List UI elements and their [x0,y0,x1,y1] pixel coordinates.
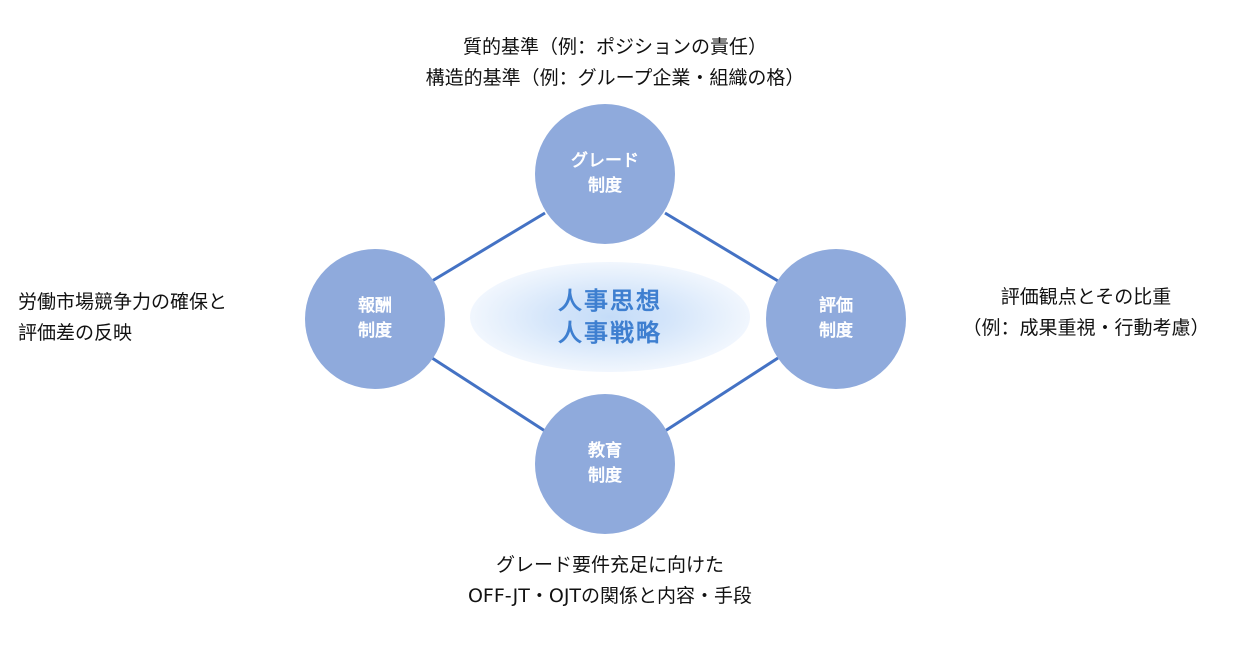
edu-node-line-2: 制度 [588,466,622,486]
education-note: グレード要件充足に向けた OFF-JT・OJTの関係と内容・手段 [390,550,830,612]
reward-node-line-2: 制度 [358,321,392,341]
grade-note-line-1: 質的基準（例：ポジションの責任） [462,36,767,58]
connector-edu-reward [431,356,546,433]
reward-system-node: 報酬 制度 [305,249,445,389]
grade-system-node: グレード 制度 [535,104,675,244]
grade-node-line-2: 制度 [588,176,622,196]
edu-note-line-1: グレード要件充足に向けた [495,554,724,576]
edu-node-line-1: 教育 [588,441,622,461]
grade-note-line-2: 構造的基準（例：グループ企業・組織の格） [425,67,805,89]
reward-node-line-1: 報酬 [358,296,392,316]
connector-grade-eval [664,211,779,283]
grade-node-line-1: グレード [571,151,639,171]
edu-note-line-2: OFF-JT・OJTの関係と内容・手段 [467,585,753,607]
evaluation-system-node: 評価 制度 [766,249,906,389]
grade-note: 質的基準（例：ポジションの責任） 構造的基準（例：グループ企業・組織の格） [395,32,835,94]
center-line-1: 人事思想 [558,287,662,315]
reward-note-line-1: 労働市場競争力の確保と [18,291,228,313]
eval-node-line-1: 評価 [819,296,853,316]
education-system-node: 教育 制度 [535,394,675,534]
connector-eval-edu [664,356,779,433]
reward-note-line-2: 評価差の反映 [18,322,133,344]
eval-node-line-2: 制度 [819,321,853,341]
evaluation-note: 評価観点とその比重 （例：成果重視・行動考慮） [936,282,1236,344]
eval-note-line-2: （例：成果重視・行動考慮） [962,317,1210,339]
center-concept: 人事思想 人事戦略 [470,262,750,372]
connector-reward-grade [431,211,546,283]
reward-note: 労働市場競争力の確保と 評価差の反映 [18,287,227,349]
eval-note-line-1: 評価観点とその比重 [1000,286,1172,308]
center-line-2: 人事戦略 [558,319,662,347]
